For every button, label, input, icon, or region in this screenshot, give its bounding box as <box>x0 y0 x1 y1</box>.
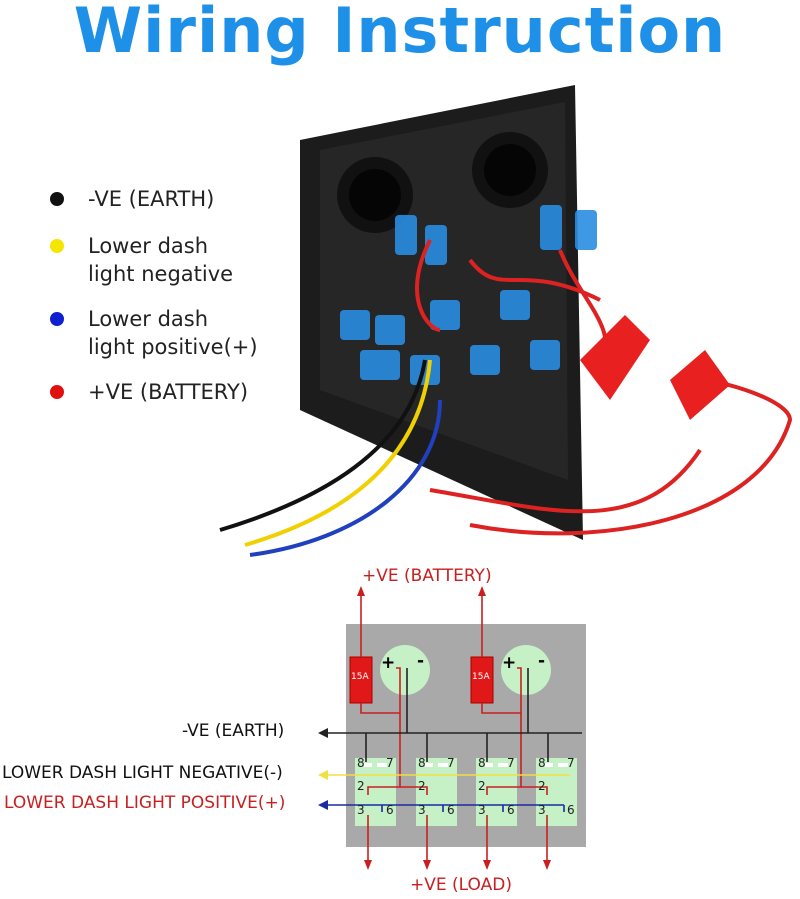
pin-label: 7 <box>507 756 515 770</box>
earth-wires <box>322 668 582 762</box>
legend-label: Lower dash <box>88 234 209 258</box>
socket-right-diagram <box>501 645 551 695</box>
title: Wiring Instruction <box>73 0 727 67</box>
pin-label: 8 <box>538 756 546 770</box>
pin-label: 8 <box>418 756 426 770</box>
pin-label: 3 <box>357 803 365 817</box>
blue-connectors <box>340 205 597 385</box>
pin-label: 2 <box>538 779 546 793</box>
fuse-label: 15A <box>472 672 490 682</box>
pin-label: 2 <box>418 779 426 793</box>
red-dot-icon <box>50 385 64 399</box>
fuses <box>349 656 494 704</box>
socket-plus: + <box>502 653 517 673</box>
socket-left-diagram <box>380 645 430 695</box>
yellow-dot-icon <box>50 239 64 253</box>
switches <box>355 758 577 826</box>
arrowheads <box>357 586 551 870</box>
socket-minus: - <box>417 651 425 671</box>
pin-label: 6 <box>507 803 515 817</box>
pin-label: 7 <box>447 756 455 770</box>
legend-label-line2: light negative <box>88 262 234 286</box>
legend-label-line2: light positive(+) <box>88 335 258 359</box>
pin-label: 3 <box>538 803 546 817</box>
fuse-holders <box>580 315 730 420</box>
negative-label: LOWER DASH LIGHT NEGATIVE(-) <box>2 763 283 783</box>
wiring-diagram <box>318 586 586 870</box>
battery-wires <box>360 592 548 865</box>
fuse-label: 15A <box>351 672 369 682</box>
earth-label: -VE (EARTH) <box>182 721 285 741</box>
pin-label: 3 <box>418 803 426 817</box>
load-label: +VE (LOAD) <box>410 875 512 895</box>
legend-label: -VE (EARTH) <box>88 187 215 211</box>
legend-label: Lower dash <box>88 307 209 331</box>
pin-label: 7 <box>567 756 575 770</box>
pin-label: 8 <box>478 756 486 770</box>
pin-label: 8 <box>357 756 365 770</box>
socket-minus: - <box>538 651 546 671</box>
pin-label: 2 <box>478 779 486 793</box>
socket-plus: + <box>381 653 396 673</box>
pin-label: 6 <box>567 803 575 817</box>
pin-label: 6 <box>447 803 455 817</box>
legend-label: +VE (BATTERY) <box>88 380 249 404</box>
battery-label: +VE (BATTERY) <box>362 566 492 586</box>
pin-label: 6 <box>386 803 394 817</box>
pin-label: 2 <box>357 779 365 793</box>
positive-label: LOWER DASH LIGHT POSITIVE(+) <box>4 793 286 813</box>
blue-dot-icon <box>50 312 64 326</box>
positive-wire <box>322 804 565 812</box>
black-dot-icon <box>50 192 64 206</box>
pin-label: 3 <box>478 803 486 817</box>
pin-label: 7 <box>386 756 394 770</box>
